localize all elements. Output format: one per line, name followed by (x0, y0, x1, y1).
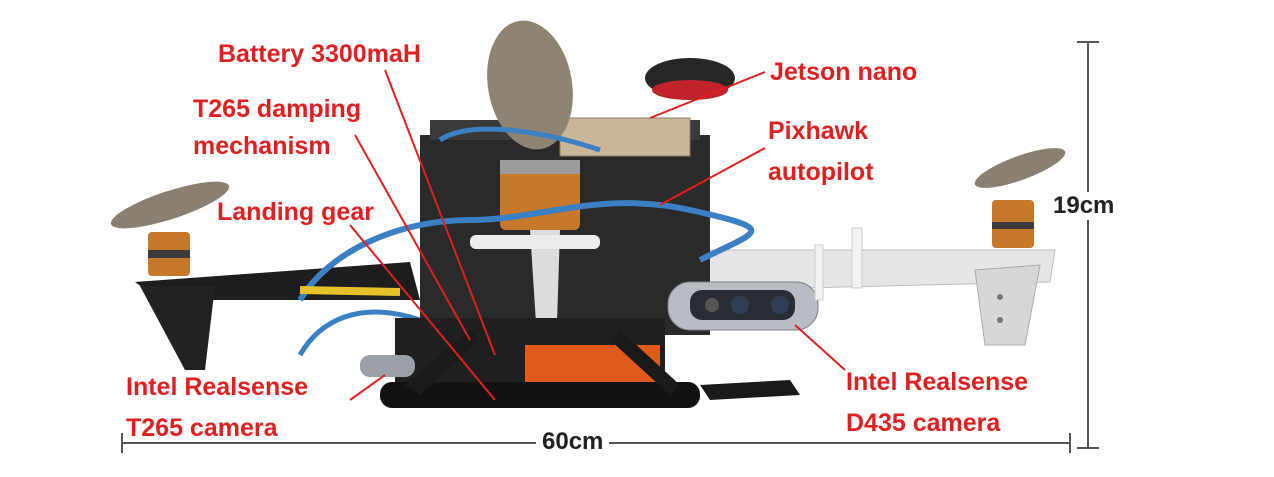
label-landing-gear: Landing gear (217, 198, 374, 226)
left-propeller (110, 181, 230, 229)
leader-pixhawk (659, 147, 766, 206)
annotation-lines (349, 69, 846, 401)
leader-landing-gear (349, 224, 496, 401)
label-d435-camera-line2: D435 camera (846, 409, 1001, 437)
left-arm-bracket (140, 286, 215, 370)
leader-battery (384, 69, 496, 356)
height-dimension-label: 19cm (1050, 192, 1118, 220)
label-jetson-nano: Jetson nano (770, 58, 918, 86)
leader-t265 (349, 374, 386, 401)
jetson-board (559, 117, 691, 157)
label-battery: Battery 3300maH (218, 40, 421, 68)
label-pixhawk-line1: Pixhawk (768, 117, 869, 145)
label-t265-damping-line1: T265 damping (193, 95, 362, 123)
t265-camera-body (360, 355, 415, 377)
yellow-cable (299, 286, 401, 296)
leader-jetson (649, 71, 766, 119)
label-t265-camera-line1: Intel Realsense (126, 373, 309, 401)
right-propeller (974, 148, 1066, 188)
label-t265-camera-line2: T265 camera (126, 414, 278, 442)
leader-d435 (794, 324, 846, 371)
label-pixhawk-line2: autopilot (768, 158, 874, 186)
right-arm-bracket (974, 264, 1041, 346)
width-dimension-label: 60cm (536, 428, 610, 456)
leader-damping (354, 134, 471, 341)
center-motor (500, 160, 580, 230)
label-d435-camera-line1: Intel Realsense (846, 368, 1029, 396)
landing-gear-skid (380, 382, 700, 408)
label-t265-damping-line2: mechanism (193, 132, 331, 160)
blue-cable (297, 200, 755, 302)
center-propeller (487, 20, 573, 150)
